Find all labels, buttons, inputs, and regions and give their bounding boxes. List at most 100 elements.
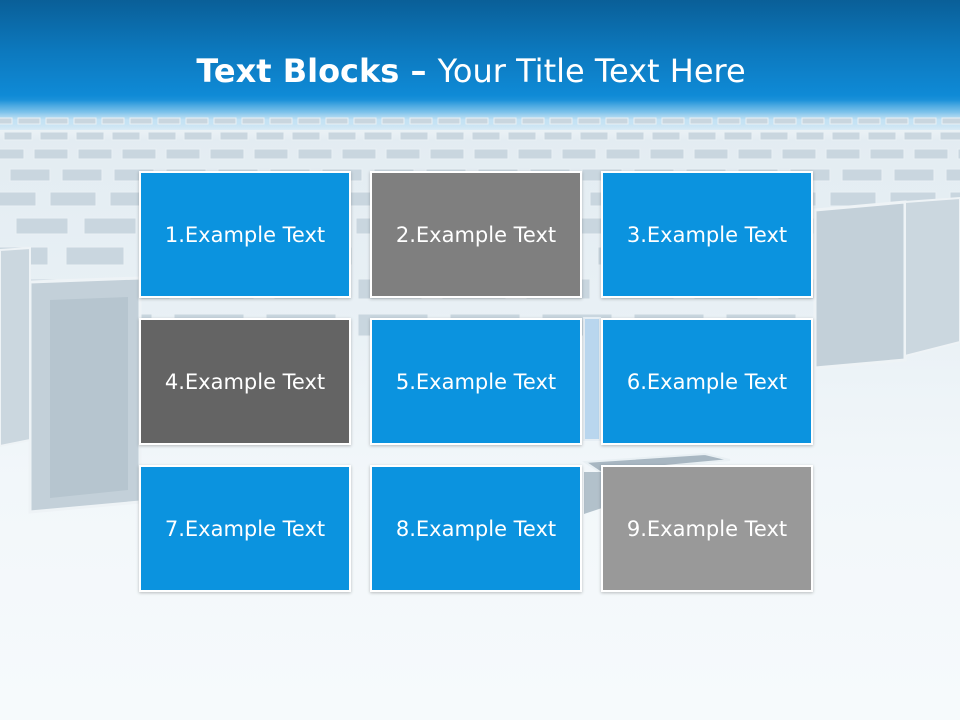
server-top: [549, 117, 573, 125]
server-top: [33, 148, 69, 160]
server-top: [577, 117, 601, 125]
server-top: [893, 168, 935, 182]
server-top: [39, 131, 69, 141]
text-block-7: 7.Example Text: [139, 465, 351, 592]
text-block-3: 3.Example Text: [601, 171, 813, 298]
server-top: [795, 131, 825, 141]
server-top: [857, 117, 881, 125]
server-top: [841, 168, 883, 182]
right-server-tower: [813, 196, 960, 370]
server-top: [831, 131, 861, 141]
server-top: [75, 131, 105, 141]
server-top: [869, 148, 905, 160]
title-rest: Your Title Text Here: [437, 52, 746, 90]
server-top: [49, 191, 97, 207]
server-top: [649, 148, 685, 160]
server-top: [363, 131, 393, 141]
server-top: [61, 168, 103, 182]
server-top: [65, 246, 125, 266]
server-top: [605, 148, 641, 160]
server-top: [689, 117, 713, 125]
server-top: [687, 131, 717, 141]
title-bold: Text Blocks: [196, 52, 400, 90]
server-top: [297, 148, 333, 160]
server-top: [9, 168, 51, 182]
server-top: [801, 117, 825, 125]
server-top: [493, 117, 517, 125]
server-top: [83, 217, 137, 235]
server-top: [913, 148, 949, 160]
server-top: [773, 117, 797, 125]
server-top: [745, 117, 769, 125]
server-top: [213, 117, 237, 125]
server-top: [15, 217, 69, 235]
server-top: [517, 148, 553, 160]
server-top: [759, 131, 789, 141]
server-top: [885, 117, 909, 125]
server-top: [651, 131, 681, 141]
server-top: [269, 117, 293, 125]
server-top: [429, 148, 465, 160]
server-top: [129, 117, 153, 125]
server-top: [717, 117, 741, 125]
server-top: [73, 117, 97, 125]
server-top: [111, 131, 141, 141]
server-top: [0, 148, 25, 160]
server-top: [507, 131, 537, 141]
text-block-4: 4.Example Text: [139, 318, 351, 445]
text-block-6: 6.Example Text: [601, 318, 813, 445]
text-block-9: 9.Example Text: [601, 465, 813, 592]
server-top: [77, 148, 113, 160]
server-top: [327, 131, 357, 141]
server-top: [219, 131, 249, 141]
server-top: [185, 117, 209, 125]
server-top: [165, 148, 201, 160]
title-dash: –: [399, 52, 438, 90]
server-top: [0, 117, 13, 125]
server-top: [615, 131, 645, 141]
server-top: [385, 148, 421, 160]
server-top: [325, 117, 349, 125]
server-top: [561, 148, 597, 160]
server-top: [605, 117, 629, 125]
server-top: [465, 117, 489, 125]
server-top: [17, 117, 41, 125]
server-top: [957, 148, 960, 160]
page-title: Text Blocks – Your Title Text Here: [0, 52, 942, 90]
server-top: [353, 117, 377, 125]
server-top: [471, 131, 501, 141]
laptop: [581, 317, 731, 514]
server-top: [829, 117, 853, 125]
server-top: [121, 148, 157, 160]
server-top: [101, 117, 125, 125]
server-top: [579, 131, 609, 141]
server-top: [521, 117, 545, 125]
text-block-1: 1.Example Text: [139, 171, 351, 298]
server-top: [0, 191, 37, 207]
server-top: [633, 117, 657, 125]
server-top: [147, 131, 177, 141]
server-top: [437, 117, 461, 125]
left-server-tower: [0, 246, 142, 514]
server-top: [941, 117, 960, 125]
server-top: [945, 168, 960, 182]
server-top: [913, 117, 937, 125]
server-top: [291, 131, 321, 141]
server-top: [241, 117, 265, 125]
server-top: [209, 148, 245, 160]
server-top: [693, 148, 729, 160]
server-top: [867, 131, 897, 141]
server-top: [903, 131, 933, 141]
server-top: [825, 148, 861, 160]
server-top: [723, 131, 753, 141]
server-top: [157, 117, 181, 125]
server-top: [737, 148, 773, 160]
server-top: [939, 131, 960, 141]
server-top: [661, 117, 685, 125]
server-top: [45, 117, 69, 125]
text-block-5: 5.Example Text: [370, 318, 582, 445]
server-top: [255, 131, 285, 141]
text-block-2: 2.Example Text: [370, 171, 582, 298]
